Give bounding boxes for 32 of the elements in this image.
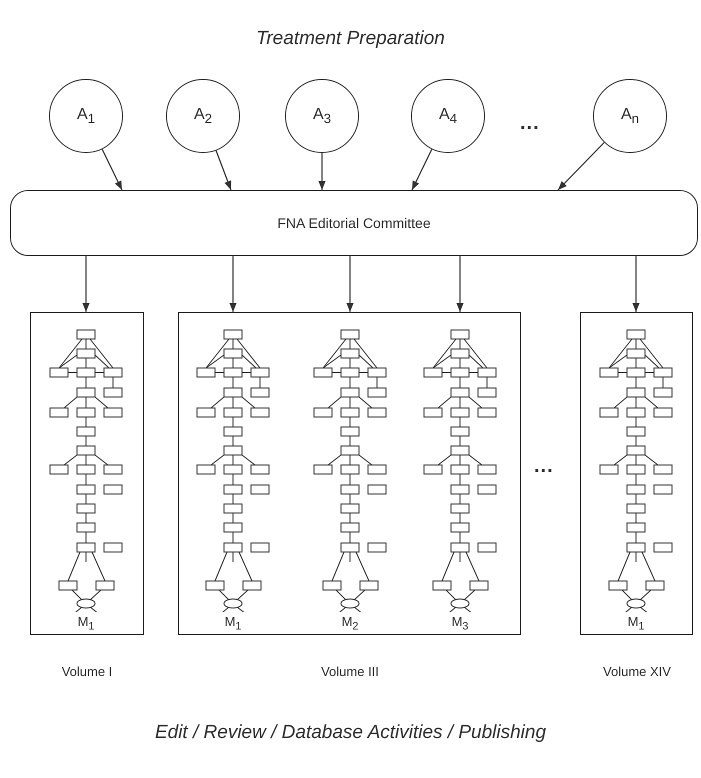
committee-box xyxy=(10,190,698,256)
volume-box xyxy=(30,312,144,635)
ellipsis-label: ... xyxy=(520,112,540,135)
circle-label: A$_{4}$ xyxy=(438,106,458,126)
model-label: M$_{1}$ xyxy=(628,614,644,633)
ellipsis-label: ... xyxy=(534,455,554,478)
volume-label: Volume III xyxy=(320,664,380,679)
model-label: M$_{1}$ xyxy=(224,614,242,633)
volume-box xyxy=(580,312,693,635)
circle-label: A$_{1}$ xyxy=(76,106,96,126)
diagram-caption: Edit / Review / Database Activities / Publishing xyxy=(154,722,548,744)
circle-label: A$_{n}$ xyxy=(620,106,640,126)
arrow xyxy=(456,256,464,312)
arrow xyxy=(229,256,237,312)
volume-label: Volume XIV xyxy=(602,664,672,679)
circle-label: A$_{2}$ xyxy=(194,106,212,126)
arrow xyxy=(346,256,354,312)
volume-box xyxy=(178,312,521,635)
arrow xyxy=(216,150,232,190)
diagram-title: Treatment Preparation xyxy=(255,28,446,50)
arrow xyxy=(632,256,640,312)
arrow xyxy=(102,149,123,190)
arrow xyxy=(411,149,432,190)
circle-label: A$_{3}$ xyxy=(312,106,332,126)
model-label: M$_{1}$ xyxy=(78,614,94,633)
volume-label: Volume I xyxy=(60,664,114,679)
committee-label: FNA Editorial Committee xyxy=(277,215,431,231)
arrow xyxy=(558,142,605,190)
model-label: M$_{3}$ xyxy=(452,614,468,633)
arrow xyxy=(82,256,90,312)
model-label: M$_{2}$ xyxy=(342,614,358,633)
arrow xyxy=(318,153,326,190)
